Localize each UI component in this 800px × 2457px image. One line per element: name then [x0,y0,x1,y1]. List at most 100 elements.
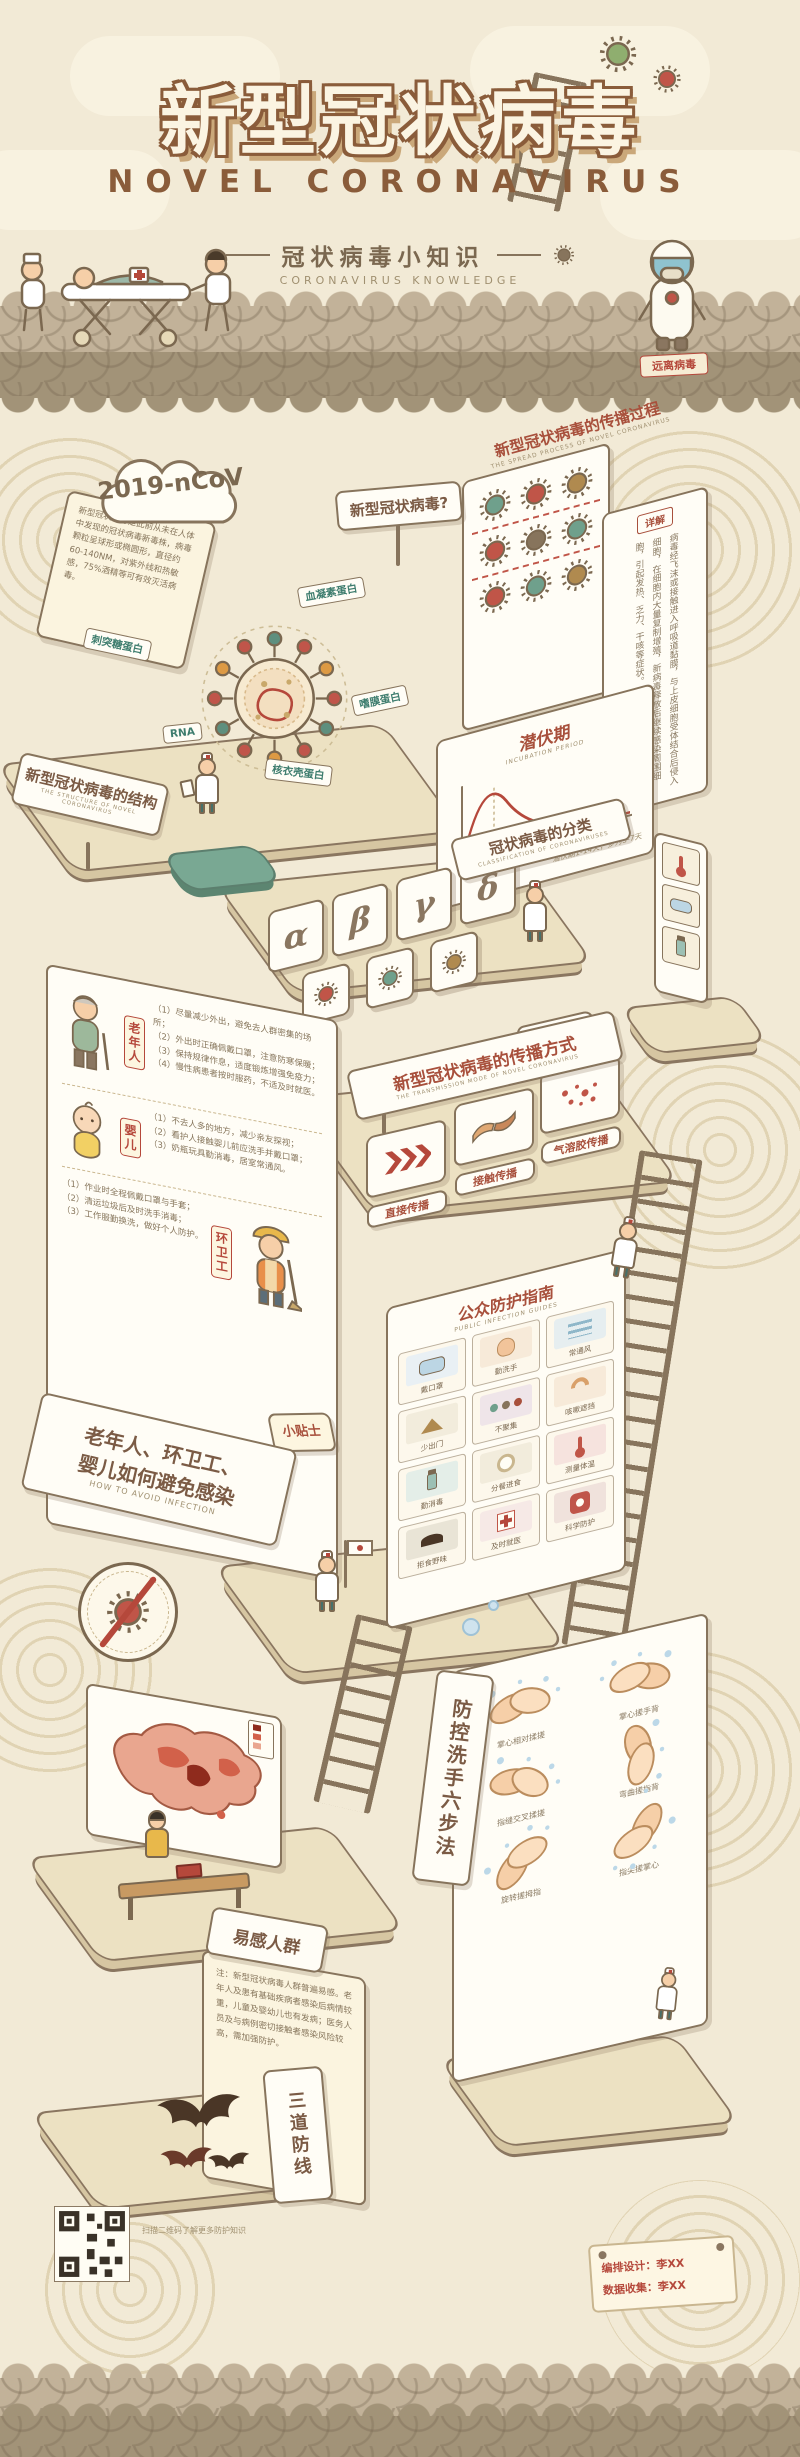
virus-doodle-icon [652,64,682,94]
susceptible-note-text: 注：新型冠状病毒人群普遍易感。老年人及患有基础疾病者感染后病情较重，儿童及婴幼儿… [216,1968,353,2050]
plate-icon [496,1451,515,1475]
nurse-cap-icon [623,1215,637,1226]
group-tips: （1）不去人多的地方，减少亲友探视； （2）看护人接触婴儿前应洗手并戴口罩； （… [149,1111,307,1183]
virus-icon [560,553,594,596]
class-tile-deco [366,946,414,1010]
subtitle: 冠状病毒小知识 [281,245,485,271]
nurse-cap-icon [321,1550,333,1558]
desk-leg [128,1894,133,1920]
desk-leg [236,1882,241,1908]
crowd-icon [501,1400,510,1411]
guide-cell: 咳嗽遮挡 [546,1358,614,1428]
sign-pole [396,524,400,566]
wave-band-edge [0,2352,800,2380]
figure-body [315,1572,339,1602]
figure-body [195,774,219,804]
guide-cell: 常通风 [546,1300,614,1370]
virus-doodle-icon [598,34,638,74]
stretcher-scene [10,218,250,367]
handwash-grid: 掌心相对揉搓 掌心搓手背 指缝交叉揉搓 弯曲搓指背 旋转搓拇指 指尖搓掌心 [466,1636,694,1915]
cloud-shape [0,150,170,230]
doctor-flag-figure [310,1550,344,1612]
process-virus-board [462,442,610,732]
sign-pole [86,842,90,870]
detail-tag: 详解 [637,506,673,535]
handwash-title: 防控洗手六步法 [430,1696,475,1860]
thermometer-icon [577,1436,582,1454]
guide-cell: 测量体温 [546,1416,614,1486]
greek-letter: γ [413,882,435,926]
class-tile-deco [302,962,350,1026]
flag-icon [347,1540,373,1556]
bubble-icon [462,1618,480,1636]
question-sign-label: 新型冠状病毒? [349,493,449,520]
hazmat-figure [633,236,711,358]
hands-contact-icon [472,1110,516,1144]
group-tips: （1）尽量减少外出，避免去人群密集的场所； （2）外出时正确佩戴口罩，注意防寒保… [153,1002,322,1103]
label-membrane-protein: 嗜膜蛋白 [350,684,410,717]
greek-letter: β [349,898,371,942]
figure-head [148,1810,166,1830]
wild-animal-icon [420,1531,443,1548]
phone-icon [569,1490,590,1516]
guide-cell: 及时就医 [472,1492,540,1562]
divider [496,254,541,256]
wave-band-edge [0,2392,800,2420]
thermometer-icon [662,841,700,887]
process-virus-row [472,500,600,582]
figure-head [318,1550,336,1574]
bubble-icon [488,1600,499,1611]
virus-structure-diagram [192,616,357,785]
process-virus-row [472,454,600,536]
virus-icon [519,564,553,607]
wave-band-dark [0,2416,800,2457]
epidemic-map-board [86,1682,282,1870]
sign-pole [382,1102,386,1134]
guide-cell: 拒食野味 [398,1510,466,1580]
mask-icon [418,1354,445,1377]
greek-letter: α [283,913,309,959]
flag-pole [344,1540,347,1588]
group-name: 婴儿 [120,1117,141,1160]
nurse-cap-icon [529,880,541,888]
group-name: 环卫工 [211,1224,233,1281]
handwash-step: 指尖搓掌心 [584,1792,694,1887]
virus-icon [478,484,512,527]
mask-icon [662,883,700,929]
virus-icon [519,518,553,561]
baby-icon [72,1101,102,1159]
group-baby: 婴儿 （1）不去人多的地方，减少亲友探视； （2）看护人接触婴儿前应洗手并戴口罩… [62,1094,322,1207]
susceptible-title: 易感人群 [231,1926,302,1959]
subtitle-row: 冠状病毒小知识 [0,238,800,272]
figure-legs [190,802,224,814]
guide-cell: 少出门 [398,1394,466,1464]
class-tile-deco [430,930,478,994]
figure-head [198,752,216,776]
no-virus-stamp-icon [70,1554,186,1670]
label-hemagglutinin: 血凝素蛋白 [296,576,366,609]
virus-stamp-icon [553,244,575,266]
group-tips: （1）作业时全程佩戴口罩与手套； （2）清运垃圾后及时洗手消毒； （3）工作服勤… [62,1177,203,1245]
wind-icon [567,1318,592,1340]
guide-cell: 不聚集 [472,1376,540,1446]
arrows-icon [385,1144,431,1175]
contact-mode-board [454,1086,534,1168]
subtitle-en: CORONAVIRUS KNOWLEDGE [279,274,521,287]
elderly-icon [71,995,110,1071]
cloud-shape [70,36,280,116]
credits-board: 编排设计：李XX 数据收集：李XX [587,2234,739,2314]
handwash-step: 弯曲搓指背 [584,1714,694,1809]
elbow-cough-icon [567,1373,593,1400]
guide-cell: 勤洗手 [472,1318,540,1388]
china-map [113,1723,262,1820]
public-guide-panel: 公众防护指南 PUBLIC INFECTION GUIDES 戴口罩 勤洗手 常… [386,1248,626,1630]
handwash-panel: 掌心相对揉搓 掌心搓手背 指缝交叉揉搓 弯曲搓指背 旋转搓拇指 指尖搓掌心 [452,1612,708,2084]
group-name: 老年人 [123,1014,145,1071]
vulnerable-panel: 老年人 （1）尽量减少外出，避免去人群密集的场所； （2）外出时正确佩戴口罩，注… [46,963,338,1581]
hand-icon [496,1335,515,1359]
medical-cross-icon [496,1509,515,1533]
disinfect-icon [426,1472,437,1491]
map-legend [248,1719,274,1760]
figure-body [523,902,547,932]
